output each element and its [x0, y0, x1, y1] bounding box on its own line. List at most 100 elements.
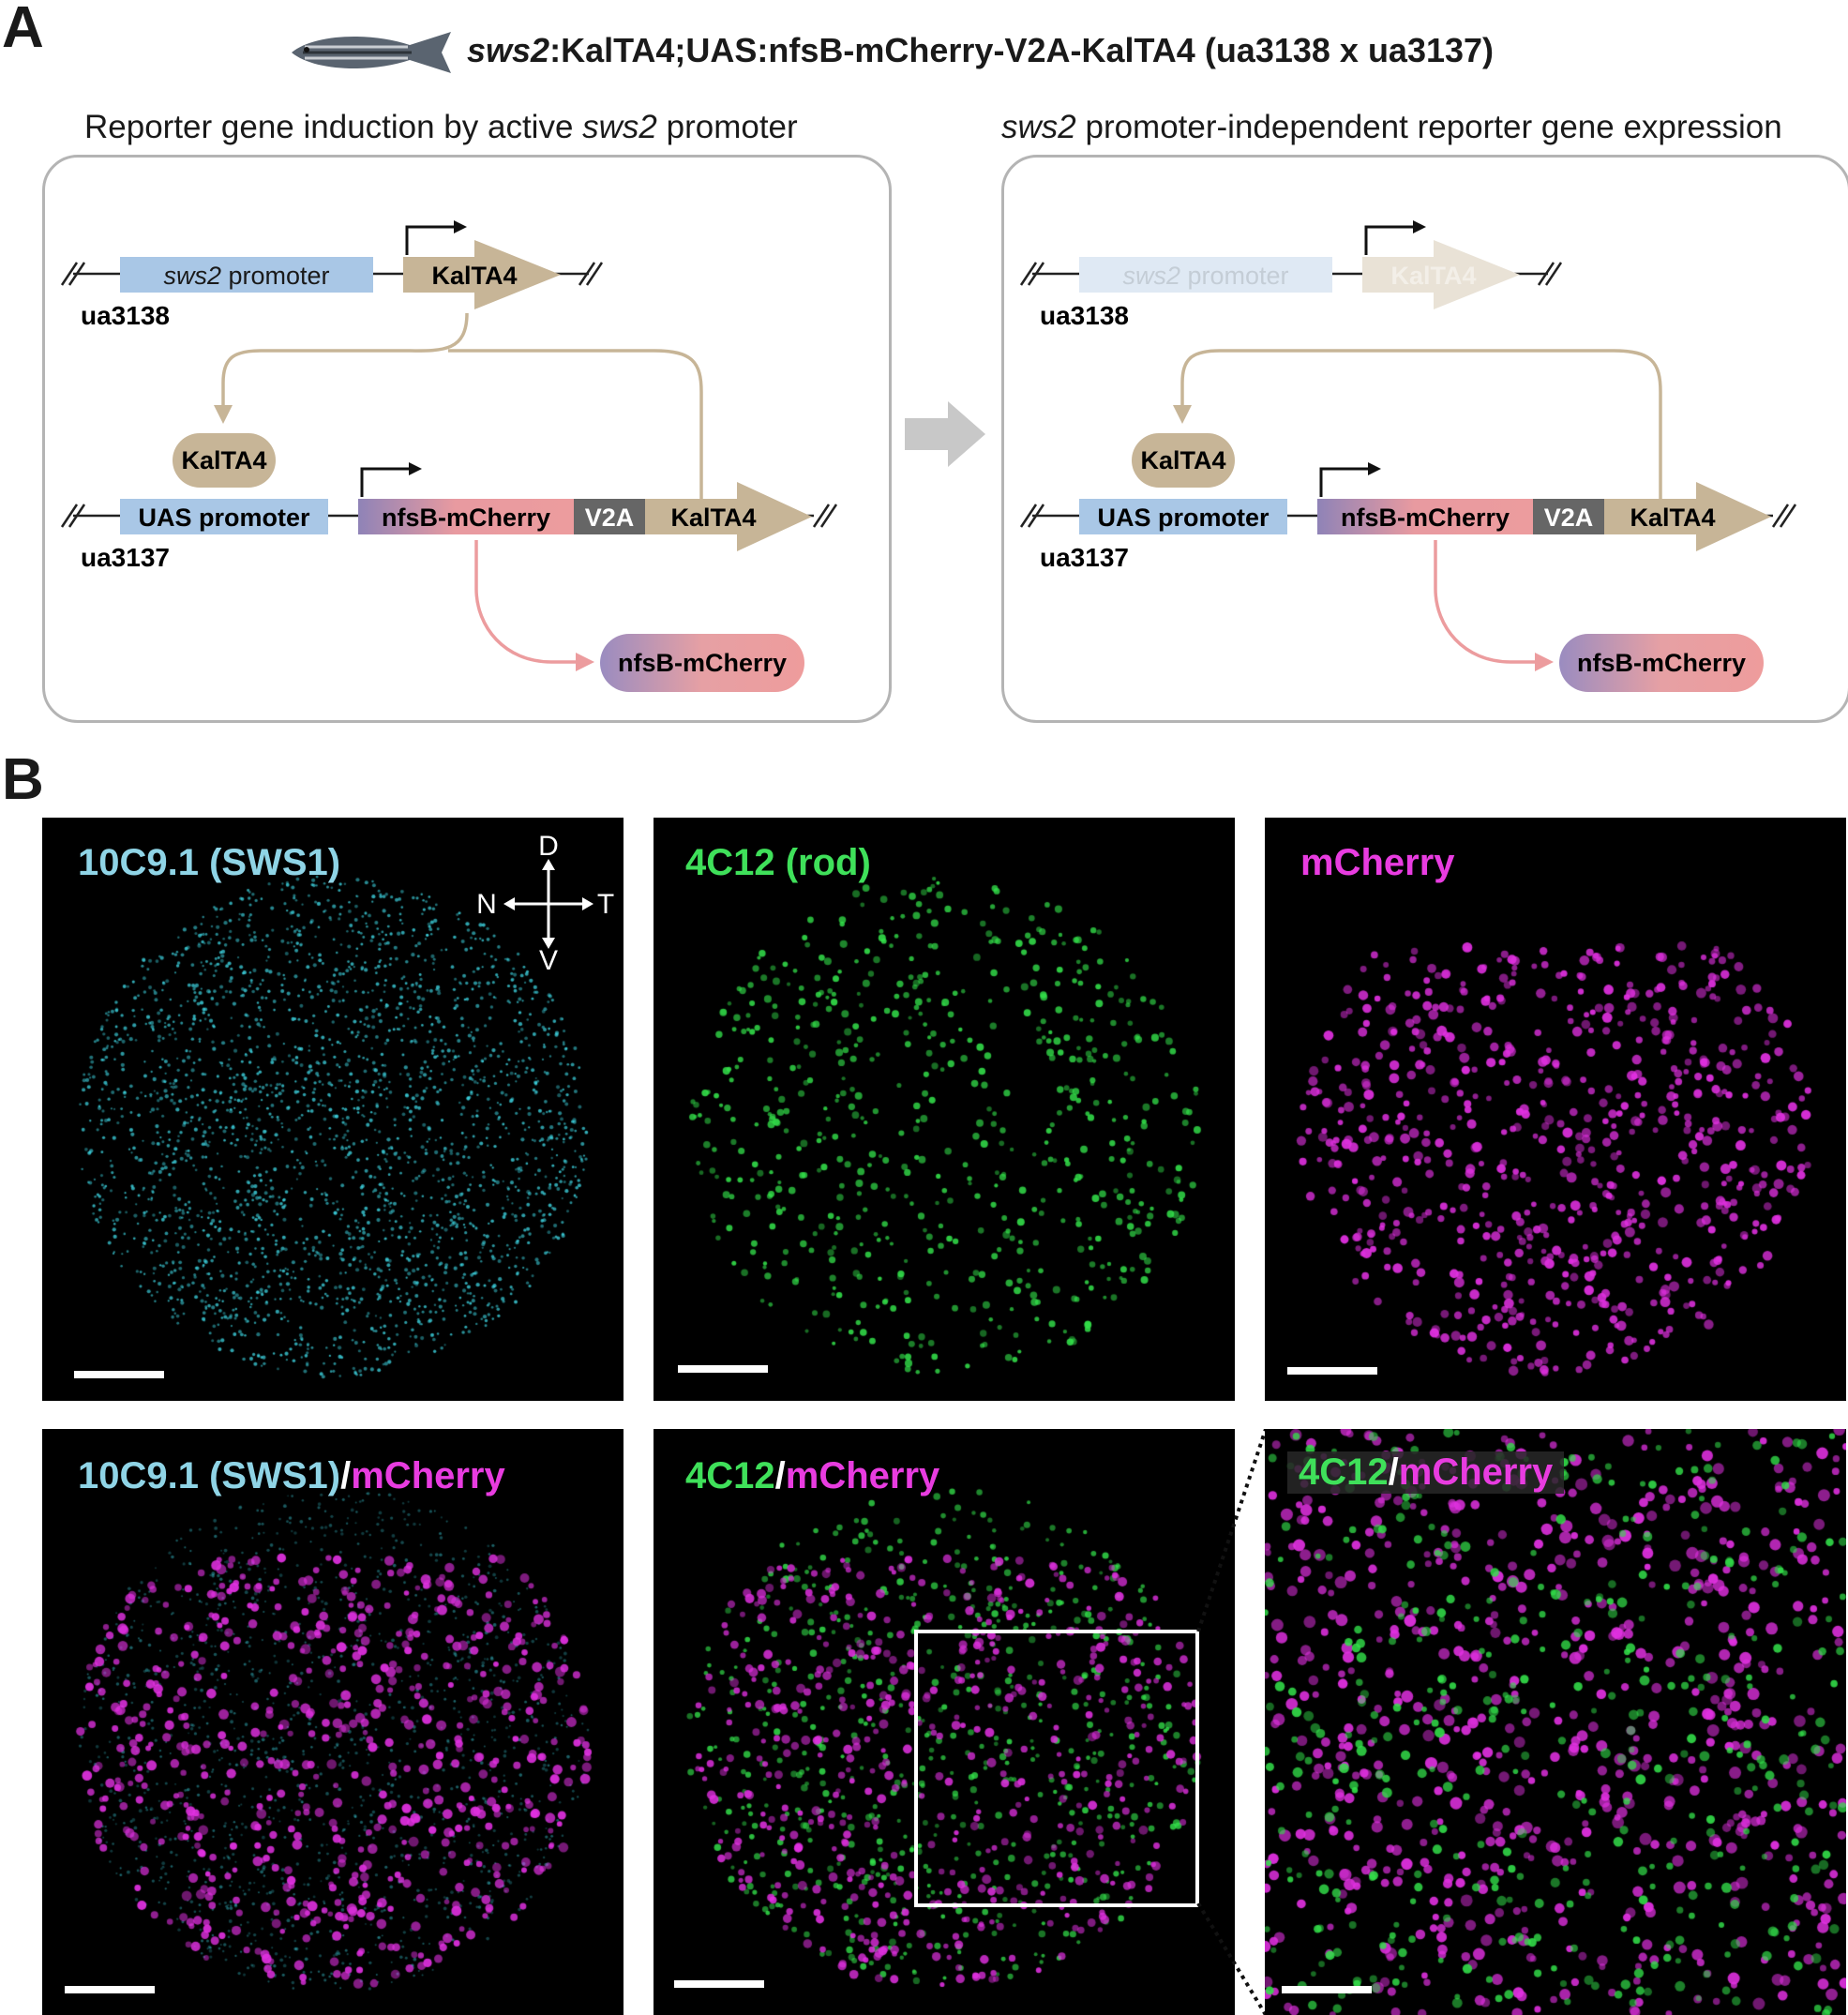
kalta4-gene-arrow-3 — [1604, 482, 1771, 551]
label-part: mCherry — [785, 1455, 940, 1496]
v2a-label-2: V2A — [1544, 504, 1594, 532]
kalta4-label-1: KalTA4 — [431, 262, 517, 290]
compass-d: D — [538, 831, 559, 862]
translation-arrow-2 — [1434, 540, 1539, 664]
scale-bar-2 — [678, 1365, 768, 1373]
micrograph-label-5: 4C12/mCherry — [685, 1455, 939, 1497]
right-diagram-heading: sws2 promoter-independent reporter gene … — [1001, 109, 1782, 146]
scale-bar-6 — [1282, 1986, 1372, 1993]
zebrafish-icon — [292, 32, 451, 73]
sws1-mcherry-image — [42, 1429, 624, 2015]
nfsb-mcherry-label-3: nfsB-mCherry — [1341, 504, 1510, 532]
kalta4-label-2: KalTA4 — [181, 446, 266, 474]
rod-mcherry-image — [654, 1429, 1235, 2015]
kalta4-protein-pill — [173, 433, 276, 488]
micrograph-sws1: 10C9.1 (SWS1) D V N T — [42, 818, 624, 1401]
label-part: / — [1388, 1451, 1399, 1493]
panel-b-letter: B — [2, 747, 44, 812]
kalta4-label-4: KalTA4 — [1140, 446, 1225, 474]
v2a-box — [574, 499, 645, 534]
micrograph-mcherry: mCherry — [1265, 818, 1846, 1401]
micrograph-label-1: 10C9.1 (SWS1) — [78, 842, 340, 884]
tss-arrow-icon-4 — [1319, 467, 1372, 497]
kalta4-label-3: KalTA4 — [670, 504, 756, 532]
uas-promoter-label: UAS promoter — [138, 504, 310, 532]
v2a-kalta4-feedback-arrow — [448, 349, 703, 501]
compass-n: N — [476, 889, 497, 920]
sws2-promoter-word: promoter — [221, 262, 330, 290]
micrograph-label-6: 4C12/mCherry — [1287, 1451, 1565, 1494]
label-part: / — [774, 1455, 786, 1496]
translation-arrow — [474, 540, 579, 664]
nfsb-mcherry-label-4: nfsB-mCherry — [1577, 649, 1746, 677]
left-diagram-svg: sws2 promoter KalTA4 ua3138 KalTA4 UAS p… — [60, 220, 838, 692]
uas-promoter-box-2 — [1079, 499, 1287, 534]
micrograph-zoom: 4C12/mCherry — [1265, 1429, 1846, 2015]
nfsb-mcherry-protein-pill-2 — [1559, 634, 1764, 692]
ua3138-label: ua3138 — [81, 301, 170, 330]
kalta4-label-faded: KalTA4 — [1390, 262, 1476, 290]
nfsb-mcherry-protein-pill — [600, 634, 804, 692]
nfsb-mcherry-box-2 — [1317, 499, 1533, 534]
left-diagram-heading: Reporter gene induction by active sws2 p… — [84, 109, 798, 146]
label-part: 4C12 — [1299, 1451, 1389, 1493]
left-diagram-box: sws2 promoter KalTA4 ua3138 KalTA4 UAS p… — [42, 155, 892, 723]
micrograph-rod-mcherry: 4C12/mCherry — [654, 1429, 1235, 2015]
left-heading-italic: sws2 — [582, 109, 657, 145]
nfsb-mcherry-label-2: nfsB-mCherry — [618, 649, 787, 677]
micrograph-label-4: 10C9.1 (SWS1)/mCherry — [78, 1455, 505, 1497]
panel-a-title: sws2:KalTA4;UAS:nfsB-mCherry-V2A-KalTA4 … — [467, 31, 1494, 70]
svg-text:sws2 promoter: sws2 promoter — [1122, 262, 1288, 290]
scale-bar-4 — [65, 1986, 155, 1993]
sws2-promoter-italic-faded: sws2 — [1122, 262, 1180, 290]
sws1-image — [42, 818, 624, 1401]
kalta4-label-5: KalTA4 — [1630, 504, 1715, 532]
micrograph-sws1-mcherry: 10C9.1 (SWS1)/mCherry — [42, 1429, 624, 2015]
tss-arrow-icon — [405, 225, 458, 255]
label-part: mCherry — [1300, 842, 1455, 883]
title-gene-italic: sws2 — [467, 31, 550, 69]
micrograph-label-3: mCherry — [1300, 842, 1455, 884]
tss-arrow-icon-3 — [1364, 225, 1417, 255]
svg-text:sws2 promoter: sws2 promoter — [163, 262, 329, 290]
mcherry-image — [1265, 818, 1846, 1401]
title-rest: :KalTA4;UAS:nfsB-mCherry-V2A-KalTA4 (ua3… — [549, 31, 1495, 69]
kalta4-gene-arrow-faded — [1362, 240, 1520, 309]
kalta4-gene-arrow — [403, 240, 561, 309]
rod-image — [654, 818, 1235, 1401]
label-part: mCherry — [351, 1455, 505, 1496]
compass-t: T — [597, 889, 614, 920]
scale-bar-1 — [74, 1371, 164, 1378]
right-heading-post: promoter-independent reporter gene expre… — [1075, 109, 1782, 145]
compass-v: V — [539, 945, 558, 970]
v2a-label: V2A — [585, 504, 635, 532]
ua3137-label-2: ua3137 — [1040, 543, 1129, 572]
zoom-connector-lines — [1196, 1429, 1268, 2015]
ua3138-label-2: ua3138 — [1040, 301, 1129, 330]
micrograph-rod: 4C12 (rod) — [654, 818, 1235, 1401]
left-heading-post: promoter — [656, 109, 798, 145]
feedback-loop-arrow — [1180, 349, 1662, 501]
label-part: 4C12 (rod) — [685, 842, 871, 883]
zoom-region-box — [914, 1630, 1199, 1907]
panel-a-letter: A — [2, 0, 44, 60]
orientation-compass-icon: D V N T — [476, 831, 614, 970]
kalta4-to-protein-arrow — [221, 312, 469, 409]
right-diagram-box: sws2 promoter KalTA4 ua3138 KalTA4 UAS p… — [1001, 155, 1848, 723]
nfsb-mcherry-label-1: nfsB-mCherry — [382, 504, 550, 532]
scale-bar-3 — [1287, 1367, 1377, 1375]
tss-arrow-icon-2 — [360, 467, 413, 497]
kalta4-protein-pill-2 — [1132, 433, 1235, 488]
uas-promoter-box — [120, 499, 328, 534]
v2a-box-2 — [1533, 499, 1604, 534]
right-heading-italic: sws2 — [1001, 109, 1076, 145]
left-heading-pre: Reporter gene induction by active — [84, 109, 583, 145]
label-part: 10C9.1 (SWS1) — [78, 842, 341, 883]
label-part: 10C9.1 (SWS1) — [78, 1455, 341, 1496]
ua3137-label: ua3137 — [81, 543, 170, 572]
zoom-image — [1265, 1429, 1846, 2015]
uas-promoter-label-2: UAS promoter — [1097, 504, 1270, 532]
sws2-promoter-italic: sws2 — [163, 262, 221, 290]
label-part: / — [340, 1455, 352, 1496]
transition-arrow-icon — [905, 401, 985, 467]
